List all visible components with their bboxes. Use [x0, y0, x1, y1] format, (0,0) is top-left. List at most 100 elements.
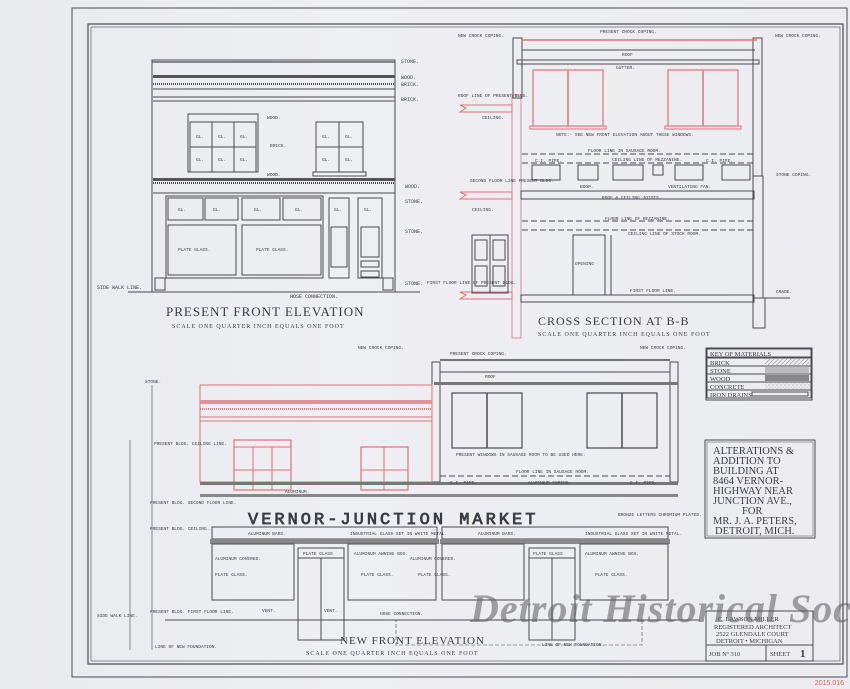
svg-text:ALUMINUM AWNING BOX.: ALUMINUM AWNING BOX.: [354, 551, 408, 557]
svg-text:ROOF LINE OF PRESENT BLDG.: ROOF LINE OF PRESENT BLDG.: [458, 93, 528, 99]
svg-text:PRESENT BLDG. FIRST FLOOR LINE: PRESENT BLDG. FIRST FLOOR LINE.: [150, 609, 234, 615]
svg-text:FLOOR LINE IN SAUSAGE ROOM.: FLOOR LINE IN SAUSAGE ROOM.: [516, 469, 589, 475]
svg-text:2522 GLENDALE COURT: 2522 GLENDALE COURT: [716, 631, 789, 638]
svg-text:ALUMINUM BARS.: ALUMINUM BARS.: [478, 531, 516, 537]
svg-text:NOTE:- SEE NEW FRONT ELEVATION: NOTE:- SEE NEW FRONT ELEVATION ABOUT THE…: [556, 132, 694, 138]
svg-text:PRESENT WINDOWS IN SAUSAGE ROO: PRESENT WINDOWS IN SAUSAGE ROOM TO BE US…: [456, 452, 586, 458]
cross-section: NEW CROCK COPING. PRESENT CROCK COPING. …: [427, 29, 821, 339]
catalog-stamp: 2015.016: [814, 680, 844, 687]
svg-text:CEILING LINE OF MEZZANINE.: CEILING LINE OF MEZZANINE.: [612, 157, 682, 163]
svg-text:BRICK.: BRICK.: [270, 143, 286, 149]
svg-text:STONE COPING.: STONE COPING.: [776, 172, 811, 178]
svg-text:PRESENT BLDG. CEILING LINE.: PRESENT BLDG. CEILING LINE.: [154, 441, 227, 447]
outer-border: [71, 7, 848, 678]
svg-text:DETROIT • MICHIGAN: DETROIT • MICHIGAN: [716, 638, 783, 645]
svg-text:PLATE GLASS.: PLATE GLASS.: [595, 572, 627, 578]
svg-text:FOR: FOR: [742, 506, 762, 517]
present-front-scale: SCALE ONE QUARTER INCH EQUALS ONE FOOT: [172, 324, 345, 330]
svg-text:PLATE GLASS.: PLATE GLASS.: [178, 247, 210, 253]
svg-text:WOOD.: WOOD.: [405, 184, 420, 190]
svg-text:NEW CROCK COPING.: NEW CROCK COPING.: [358, 345, 404, 351]
key-of-materials: KEY OF MATERIALS BRICK STONE WOOD CONCRE…: [705, 347, 813, 401]
svg-text:BRICK.: BRICK.: [401, 97, 419, 103]
svg-text:BOOP.: BOOP.: [580, 184, 594, 190]
svg-text:FIRST FLOOR LINE.: FIRST FLOOR LINE.: [630, 288, 676, 294]
svg-text:ALUMINUM.: ALUMINUM.: [285, 489, 309, 495]
svg-text:PLATE GLASS.: PLATE GLASS.: [215, 572, 247, 578]
svg-text:PRESENT CROCK COPING.: PRESENT CROCK COPING.: [600, 29, 657, 35]
svg-text:GL.: GL.: [218, 157, 226, 163]
svg-text:VENT.: VENT.: [262, 608, 276, 614]
svg-text:GL.: GL.: [364, 207, 372, 213]
new-front-elevation: VERNOR-JUNCTION MARKET STONE. PRESENT BL…: [97, 345, 702, 657]
svg-text:GL.: GL.: [322, 157, 330, 163]
svg-text:STONE.: STONE.: [405, 281, 423, 287]
svg-text:HIGHWAY NEAR: HIGHWAY NEAR: [713, 486, 793, 497]
svg-text:WOOD.: WOOD.: [401, 75, 416, 81]
svg-text:C.I. PIPE.: C.I. PIPE.: [535, 158, 562, 164]
svg-text:SECOND FLOOR LINE PRESENT BLDG: SECOND FLOOR LINE PRESENT BLDG.: [470, 178, 554, 184]
svg-text:HOSE CONNECTION.: HOSE CONNECTION.: [380, 611, 423, 617]
svg-text:CEILING LINE OF STOCK ROOM.: CEILING LINE OF STOCK ROOM.: [628, 231, 701, 237]
svg-text:ALUMINUM COVERED.: ALUMINUM COVERED.: [410, 556, 456, 562]
svg-text:HOSE CONNECTION.: HOSE CONNECTION.: [290, 294, 338, 300]
cross-section-title: CROSS SECTION AT B-B: [538, 314, 689, 328]
svg-text:STONE.: STONE.: [401, 59, 419, 65]
svg-text:PLATE GLASS: PLATE GLASS: [533, 551, 563, 557]
svg-text:SHEET: SHEET: [770, 651, 790, 658]
svg-text:PLATE GLASS.: PLATE GLASS.: [418, 572, 450, 578]
svg-text:ROOF & CEILING JOISTS.: ROOF & CEILING JOISTS.: [602, 195, 661, 201]
svg-text:OPENING: OPENING: [575, 261, 594, 267]
svg-text:GL.: GL.: [295, 207, 303, 213]
svg-text:BUILDING AT: BUILDING AT: [713, 466, 779, 477]
svg-text:GL.: GL.: [240, 134, 248, 140]
svg-text:STONE: STONE: [710, 368, 731, 375]
svg-text:REGISTERED ARCHITECT: REGISTERED ARCHITECT: [714, 624, 791, 631]
svg-text:VENTILATING FAN.: VENTILATING FAN.: [668, 184, 711, 190]
svg-text:MR. J. A. PETERS,: MR. J. A. PETERS,: [713, 516, 797, 527]
svg-text:BRICK: BRICK: [710, 360, 730, 367]
svg-text:PRESENT BLDG. CEILING.: PRESENT BLDG. CEILING.: [150, 526, 209, 532]
svg-text:GL.: GL.: [322, 134, 330, 140]
svg-text:GUTTER.: GUTTER.: [616, 65, 635, 71]
inner-border: [87, 23, 844, 665]
svg-text:SIDE WALK LINE.: SIDE WALK LINE.: [97, 285, 142, 291]
svg-text:CEILING.: CEILING.: [482, 115, 504, 121]
svg-text:PRESENT CROCK COPING.: PRESENT CROCK COPING.: [450, 351, 507, 357]
svg-text:NEW CROCK COPING.: NEW CROCK COPING.: [458, 33, 504, 39]
svg-text:GL.: GL.: [196, 157, 204, 163]
svg-text:DETROIT, MICH.: DETROIT, MICH.: [715, 526, 794, 537]
svg-text:CONCRETE: CONCRETE: [710, 384, 744, 391]
svg-text:GL.: GL.: [196, 134, 204, 140]
title-block: ALTERATIONS & ADDITION TO BUILDING AT 84…: [704, 439, 816, 539]
svg-text:C. LAWSON MILLER: C. LAWSON MILLER: [718, 616, 779, 623]
svg-text:GL.: GL.: [345, 157, 353, 163]
svg-text:C.I. PIPE.: C.I. PIPE.: [706, 158, 733, 164]
svg-text:FIRST FLOOR LINE OF PRESENT BL: FIRST FLOOR LINE OF PRESENT BLDG.: [427, 280, 516, 286]
svg-text:STONE.: STONE.: [405, 199, 423, 205]
svg-text:VENT.: VENT.: [324, 608, 338, 614]
svg-text:ALUMINUM BARS.: ALUMINUM BARS.: [248, 531, 286, 537]
svg-text:8464 VERNOR-: 8464 VERNOR-: [713, 476, 784, 487]
svg-text:ALUMINUM COPING.: ALUMINUM COPING.: [528, 480, 571, 486]
svg-text:ADDITION TO: ADDITION TO: [713, 456, 781, 467]
svg-text:KEY OF MATERIALS: KEY OF MATERIALS: [710, 351, 772, 358]
svg-text:C.I. PIPE.: C.I. PIPE.: [450, 480, 477, 486]
svg-text:WOOD.: WOOD.: [267, 115, 281, 121]
svg-text:BRICK.: BRICK.: [401, 82, 419, 88]
present-front-title: PRESENT FRONT ELEVATION: [166, 304, 365, 319]
svg-text:GL.: GL.: [334, 207, 342, 213]
architect-block: C. LAWSON MILLER REGISTERED ARCHITECT 25…: [705, 610, 814, 662]
svg-text:GRADE.: GRADE.: [776, 289, 792, 295]
svg-text:ROOF: ROOF: [485, 374, 496, 380]
svg-text:NEW CROCK COPING.: NEW CROCK COPING.: [640, 345, 686, 351]
svg-text:JUNCTION AVE.,: JUNCTION AVE.,: [713, 496, 792, 507]
svg-text:ALUMINUM COVERED.: ALUMINUM COVERED.: [215, 556, 261, 562]
svg-text:WOOD: WOOD: [710, 376, 731, 383]
svg-text:GL.: GL.: [240, 157, 248, 163]
svg-text:GL.: GL.: [178, 207, 186, 213]
market-sign: VERNOR-JUNCTION MARKET: [248, 511, 538, 530]
svg-text:LINE OF NEW FOUNDATION.: LINE OF NEW FOUNDATION.: [542, 642, 604, 648]
svg-text:GL.: GL.: [254, 207, 262, 213]
